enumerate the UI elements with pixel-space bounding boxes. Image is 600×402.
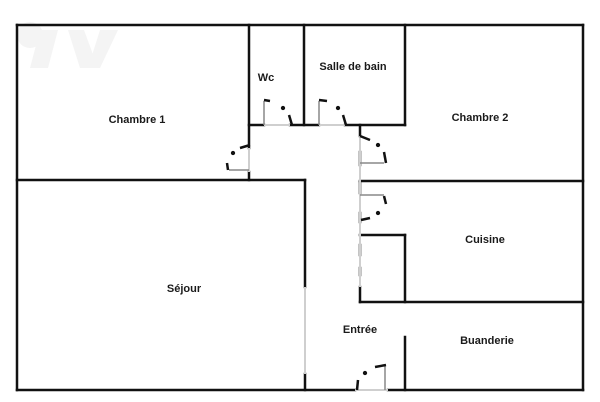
door-salle-de-bain-icon — [318, 98, 348, 126]
room-label-chambre-2: Chambre 2 — [451, 112, 509, 124]
room-label-buanderie: Buanderie — [460, 335, 514, 347]
room-label-sejour: Séjour — [166, 283, 202, 295]
door-cuisine-icon — [360, 194, 388, 222]
room-label-entree: Entrée — [342, 324, 378, 336]
door-entree-icon — [355, 363, 387, 391]
openings — [248, 124, 388, 391]
door-chambre-1-icon — [225, 143, 251, 171]
room-label-wc: Wc — [257, 72, 275, 84]
watermark-logo-icon — [17, 22, 118, 68]
door-chambre-2-icon — [359, 134, 388, 164]
room-label-salle-de-bain: Salle de bain — [319, 61, 387, 73]
room-label-cuisine: Cuisine — [465, 234, 505, 246]
room-label-chambre-1: Chambre 1 — [108, 114, 166, 126]
door-wc-icon — [263, 98, 294, 126]
doors — [225, 98, 388, 391]
